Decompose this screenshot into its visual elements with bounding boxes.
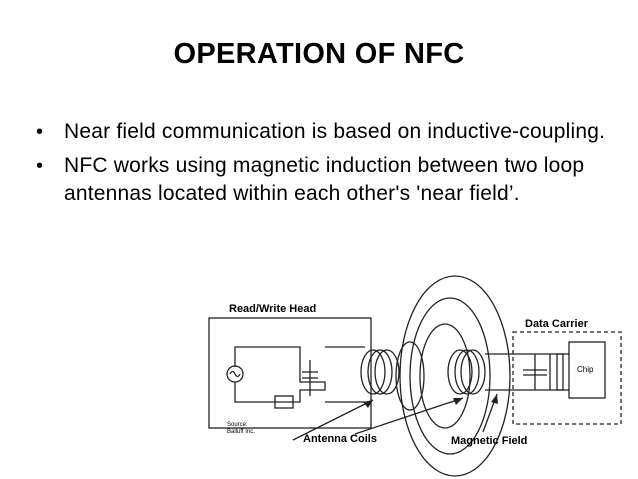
chip-box bbox=[568, 341, 606, 399]
bullet-dot-icon: • bbox=[36, 121, 44, 143]
bullet-text: NFC works using magnetic induction betwe… bbox=[64, 154, 585, 205]
bullet-dot-icon: • bbox=[36, 155, 44, 177]
data-carrier-label: Data Carrier bbox=[525, 318, 589, 330]
arrow-to-carrier-coil bbox=[354, 397, 464, 435]
source-name: Balluff Inc. bbox=[227, 429, 255, 435]
bullet-text: Near field communication is based on ind… bbox=[64, 120, 606, 143]
carrier-antenna-coil bbox=[447, 349, 473, 395]
reader-antenna-coil bbox=[360, 349, 386, 395]
chip-label: Chip bbox=[577, 365, 594, 374]
magnetic-field-middle bbox=[409, 297, 491, 455]
slide-title: OPERATION OF NFC bbox=[173, 38, 465, 70]
antenna-coils-label: Antenna Coils bbox=[303, 433, 377, 445]
head-circuit bbox=[234, 346, 326, 403]
read-write-head-label: Read/Write Head bbox=[229, 303, 316, 315]
magnetic-field-inner bbox=[419, 323, 471, 429]
magnetic-field-label: Magnetic Field bbox=[451, 435, 527, 447]
resistor-icon bbox=[274, 395, 294, 409]
nfc-diagram: Read/Write Head Data Carrier Chip Antenn… bbox=[208, 275, 622, 477]
ac-source-icon bbox=[226, 365, 244, 383]
read-write-head-box bbox=[208, 317, 372, 429]
bullet-list: • Near field communication is based on i… bbox=[36, 118, 616, 214]
bullet-item: • NFC works using magnetic induction bet… bbox=[36, 152, 616, 208]
field-line bbox=[395, 341, 425, 411]
bullet-item: • Near field communication is based on i… bbox=[36, 118, 616, 146]
magnetic-field-outer bbox=[399, 275, 511, 477]
arrow-to-reader-coil bbox=[292, 399, 374, 441]
sine-wave-icon bbox=[229, 370, 241, 378]
source-label: Source: bbox=[227, 422, 248, 428]
data-carrier-box bbox=[512, 331, 622, 425]
